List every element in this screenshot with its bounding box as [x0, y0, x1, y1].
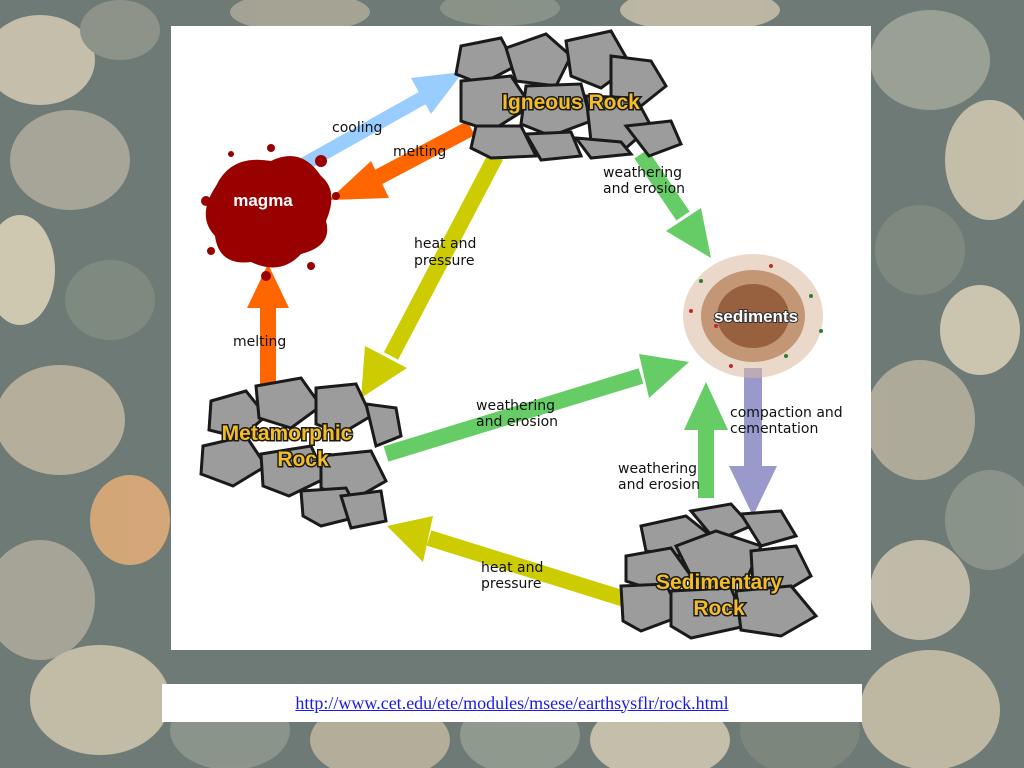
compaction-label-1: compaction and	[730, 405, 843, 421]
cooling-label: cooling	[332, 120, 382, 136]
compaction-label-2: cementation	[730, 421, 818, 437]
heat-pressure-label-igneous-1: heat and	[414, 236, 476, 252]
magma-label: magma	[233, 191, 293, 210]
weathering-label-sedimentary-1: weathering	[618, 461, 697, 477]
weathering-arrow-igneous	[634, 149, 711, 258]
melting-arrow-igneous	[329, 120, 475, 200]
heat-pressure-label-sedimentary-2: pressure	[481, 576, 541, 592]
compaction-arrow	[729, 368, 777, 516]
weathering-arrow-sedimentary	[684, 382, 728, 498]
weathering-arrow-metamorphic	[383, 354, 689, 462]
rock-cycle-panel: Igneous Rock magma sediments	[171, 26, 871, 650]
heat-pressure-arrow-igneous	[361, 152, 504, 398]
weathering-label-igneous-2: and erosion	[603, 181, 685, 197]
sedimentary-rock-label-line1: Sedimentary	[656, 571, 782, 594]
metamorphic-rock-icon	[199, 376, 403, 530]
rock-cycle-diagram: Igneous Rock magma sediments	[199, 29, 843, 640]
weathering-label-igneous-1: weathering	[603, 165, 682, 181]
magma-splat-icon	[201, 144, 340, 281]
heat-pressure-label-igneous-2: pressure	[414, 253, 474, 269]
igneous-rock-icon	[454, 29, 684, 162]
sedimentary-rock-icon	[619, 502, 819, 640]
weathering-label-metamorphic-2: and erosion	[476, 414, 558, 430]
melting-label-igneous: melting	[393, 144, 446, 160]
weathering-label-metamorphic-1: weathering	[476, 398, 555, 414]
sedimentary-rock-label-line2: Rock	[693, 597, 745, 620]
sediments-label: sediments	[714, 307, 798, 326]
metamorphic-rock-label-line1: Metamorphic	[222, 422, 353, 445]
source-link-box: http://www.cet.edu/ete/modules/msese/ear…	[162, 684, 862, 722]
cooling-arrow	[297, 72, 463, 173]
heat-pressure-label-sedimentary-1: heat and	[481, 560, 543, 576]
melting-arrow-metamorphic	[247, 264, 289, 386]
melting-label-metamorphic: melting	[233, 334, 286, 350]
metamorphic-rock-label-line2: Rock	[277, 448, 329, 471]
sediments-cloud-icon	[683, 254, 823, 378]
igneous-rock-label: Igneous Rock	[502, 91, 640, 114]
heat-pressure-arrow-sedimentary	[387, 516, 634, 609]
source-link[interactable]: http://www.cet.edu/ete/modules/msese/ear…	[295, 692, 729, 713]
weathering-label-sedimentary-2: and erosion	[618, 477, 700, 493]
